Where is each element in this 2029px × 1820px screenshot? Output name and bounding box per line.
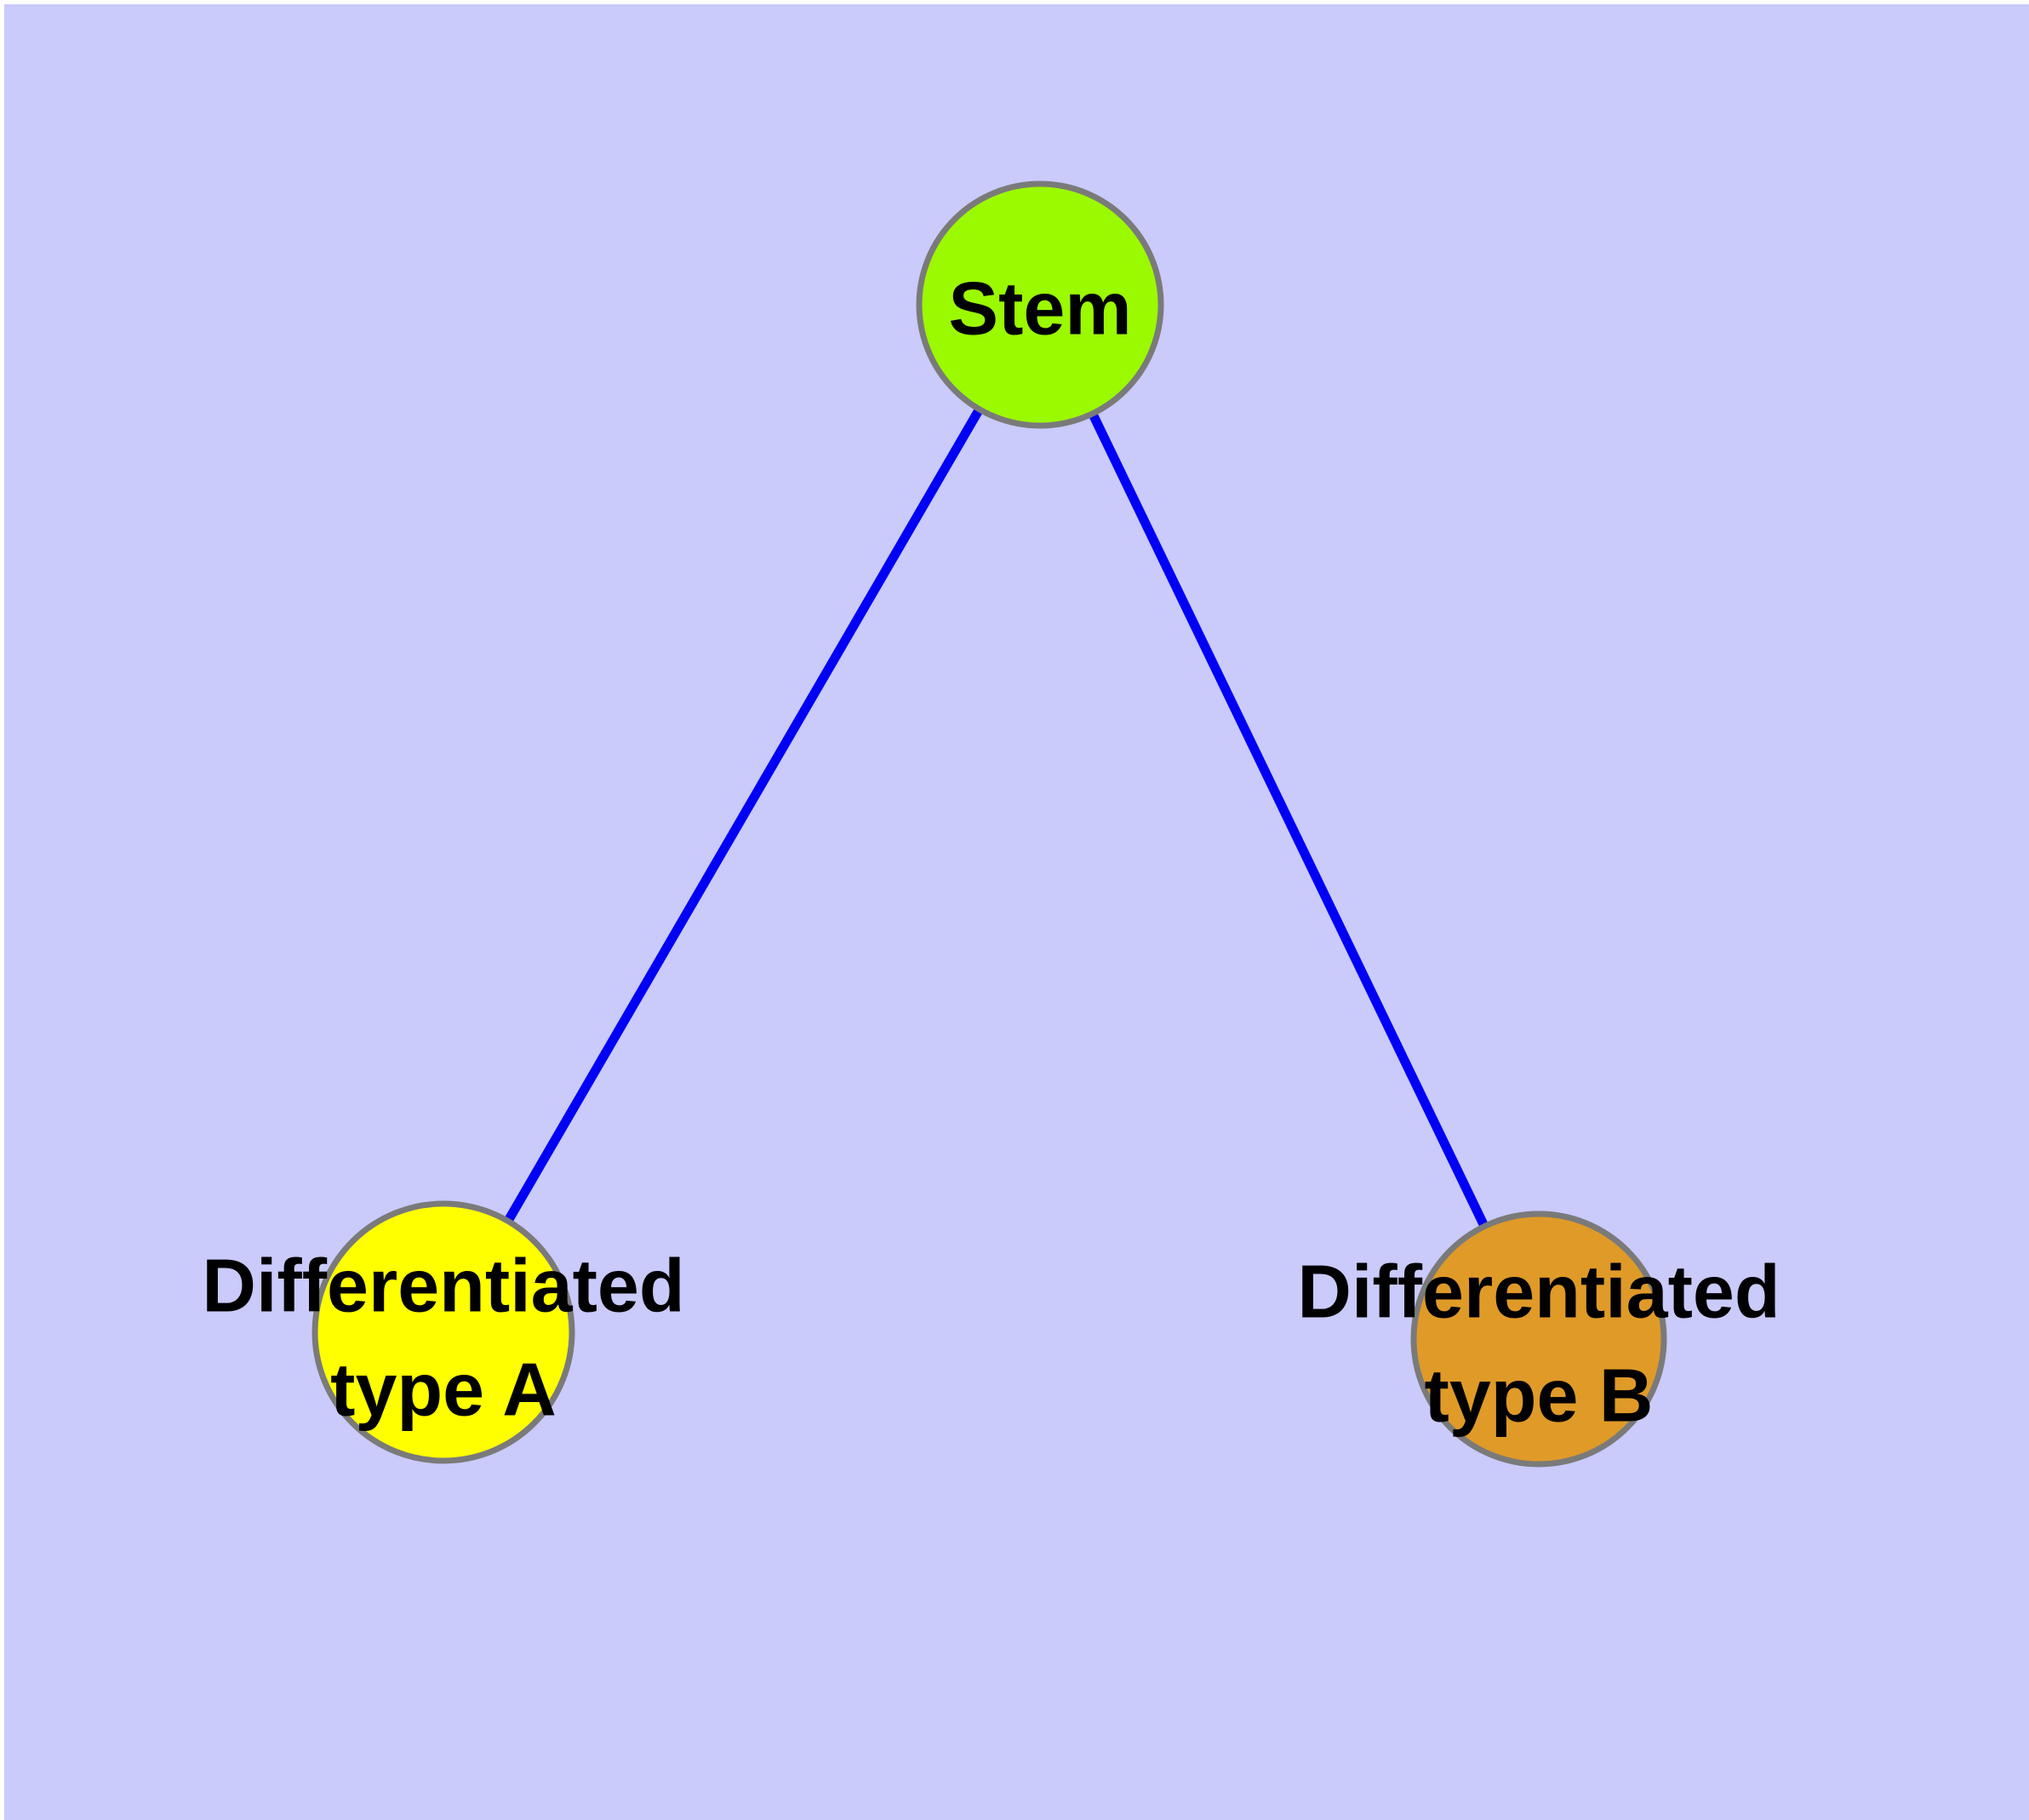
node-type-b bbox=[1410, 1210, 1667, 1468]
node-type-a-label-line2: type A bbox=[330, 1348, 557, 1432]
edge-stem-to-type-b bbox=[1036, 302, 1543, 1342]
node-type-a-label-line1: Differentiated bbox=[202, 1244, 684, 1328]
node-type-b-label-line1: Differentiated bbox=[1297, 1250, 1780, 1334]
node-stem bbox=[916, 180, 1164, 429]
edge-stem-to-type-a bbox=[439, 302, 1044, 1335]
node-stem-label: Stem bbox=[948, 266, 1131, 351]
node-type-b-label-line2: type B bbox=[1425, 1354, 1654, 1438]
node-type-a bbox=[311, 1200, 575, 1464]
